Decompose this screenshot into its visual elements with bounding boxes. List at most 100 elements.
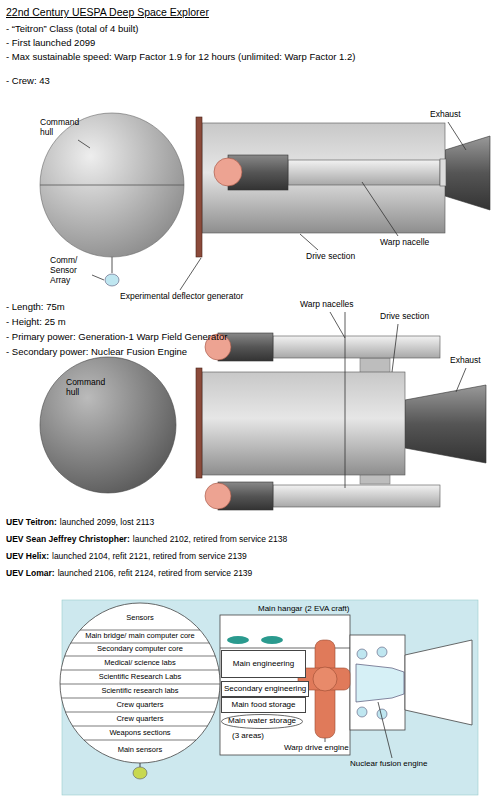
leader-line — [300, 234, 318, 250]
leader-line — [140, 763, 141, 767]
ship-part — [377, 647, 387, 657]
part-label: Exhaust — [430, 110, 461, 120]
part-label: - Secondary power: Nuclear Fusion Engine — [6, 347, 187, 358]
section-label: Main water storage — [228, 717, 296, 726]
part-label: - Height: 25 m — [6, 317, 66, 328]
section-label: Sensors — [126, 614, 154, 622]
leader-line — [61, 698, 218, 699]
ship-part — [214, 158, 242, 186]
hull-section: Crew quarters — [68, 698, 211, 712]
leader-line — [40, 185, 184, 186]
compartment-box: Secondary engineering — [221, 681, 309, 697]
section-label: Main sensors — [118, 746, 163, 754]
diagram-title: 22nd Century UESPA Deep Space Explorer — [6, 6, 209, 18]
leader-line — [84, 740, 196, 741]
part-label: - Crew: 43 — [6, 76, 50, 87]
ship-part — [440, 159, 446, 186]
ship-part — [60, 630, 220, 740]
part-label: Nuclear fusion engine — [350, 759, 427, 768]
section-label: Main bridge/ main computer core — [85, 632, 195, 640]
part-label: - Primary power: Generation-1 Warp Field… — [6, 332, 227, 343]
leader-line — [65, 656, 216, 657]
part-label: Drive section — [306, 252, 355, 262]
hull-section: Secondary computer core — [74, 643, 207, 656]
ship-record: UEV Lomar: — [6, 569, 55, 579]
part-label: Warp drive engine — [284, 743, 349, 752]
ship-part — [350, 635, 405, 730]
section-label: Crew quarters — [116, 701, 163, 709]
section-label: Scientific research labs — [101, 687, 178, 695]
leader-line — [61, 670, 219, 671]
leader-line — [112, 257, 113, 273]
ship-record: launched 2102, retired from service 2138 — [133, 535, 288, 545]
part-label: - Max sustainable speed: Warp Factor 1.9… — [6, 52, 355, 63]
part-label: Drive section — [380, 312, 429, 322]
hull-section: Scientific Research Labs — [64, 670, 216, 684]
ship-part — [356, 664, 404, 702]
ship-part — [202, 372, 405, 475]
leader-line — [392, 324, 398, 372]
ship-part — [261, 636, 283, 644]
section-label: Secondary engineering — [224, 685, 306, 694]
leader-line — [65, 712, 214, 713]
ship-part — [405, 640, 472, 725]
ship-part — [205, 483, 231, 509]
ship-part — [273, 485, 440, 507]
hull-section: Scientific research labs — [64, 684, 215, 698]
hull-section: Sensors — [100, 606, 180, 630]
leader-line — [362, 182, 398, 236]
leader-line — [325, 738, 326, 742]
hull-section: Weapons sections — [87, 726, 193, 740]
part-label: Exhaust — [450, 356, 481, 366]
ship-record: launched 2099, lost 2113 — [60, 518, 154, 528]
ship-record: launched 2104, refit 2121, retired from … — [52, 552, 247, 562]
part-label: - “Teitron” Class (total of 4 built) — [6, 24, 139, 35]
ship-part — [330, 312, 466, 488]
leader-line — [330, 312, 345, 338]
section-label: Secondary computer core — [97, 645, 183, 653]
section-label: Medical/ science labs — [104, 659, 175, 667]
hull-section: Medical/ science labs — [68, 656, 213, 670]
ship-record: launched 2106, refit 2124, retired from … — [58, 569, 253, 579]
ship-part — [357, 649, 367, 659]
part-label: - Length: 75m — [6, 302, 65, 313]
ship-part — [40, 113, 184, 257]
ship-part — [196, 117, 202, 257]
ship-part — [196, 368, 202, 478]
part-label: - First launched 2099 — [6, 38, 95, 49]
section-label: Scientific Research Labs — [99, 673, 182, 681]
part-label: Warp nacelles — [300, 300, 354, 310]
leader-line — [80, 630, 200, 631]
part-label: Experimental deflector generator — [120, 292, 243, 302]
ellipse-shape — [222, 715, 303, 729]
part-label: (3 areas) — [232, 731, 264, 740]
hull-section: Crew quarters — [76, 712, 205, 726]
ship-part — [105, 274, 119, 286]
leader-line — [71, 643, 210, 644]
ship-part — [288, 160, 440, 185]
leader-line — [92, 275, 104, 280]
ship-part — [60, 603, 220, 763]
part-label: Command hull — [66, 378, 106, 398]
section-label: Main food storage — [231, 701, 295, 710]
hull-section: Main bridge/ main computer core — [83, 630, 197, 643]
part-label: Main hangar (2 EVA craft) — [258, 604, 349, 613]
ship-part — [273, 336, 440, 358]
part-label: Comm/ Sensor Array — [50, 256, 96, 285]
leader-line — [78, 140, 90, 148]
section-label: Main engineering — [233, 660, 294, 669]
compartment-box: Main food storage — [221, 697, 306, 713]
ship-record: UEV Helix: — [6, 552, 49, 562]
leader-line — [345, 312, 346, 488]
ship-record: UEV Teitron: — [6, 518, 57, 528]
ship-part — [133, 767, 147, 779]
ship-record: UEV Sean Jeffrey Christopher: — [6, 535, 130, 545]
ship-part — [202, 123, 445, 233]
leader-line — [448, 122, 466, 150]
storage-ellipse: Main water storage — [221, 714, 303, 729]
part-label: Command hull — [40, 118, 82, 138]
ship-part — [313, 667, 337, 691]
hull-section: Main sensors — [100, 740, 180, 760]
ship-part — [445, 136, 490, 210]
